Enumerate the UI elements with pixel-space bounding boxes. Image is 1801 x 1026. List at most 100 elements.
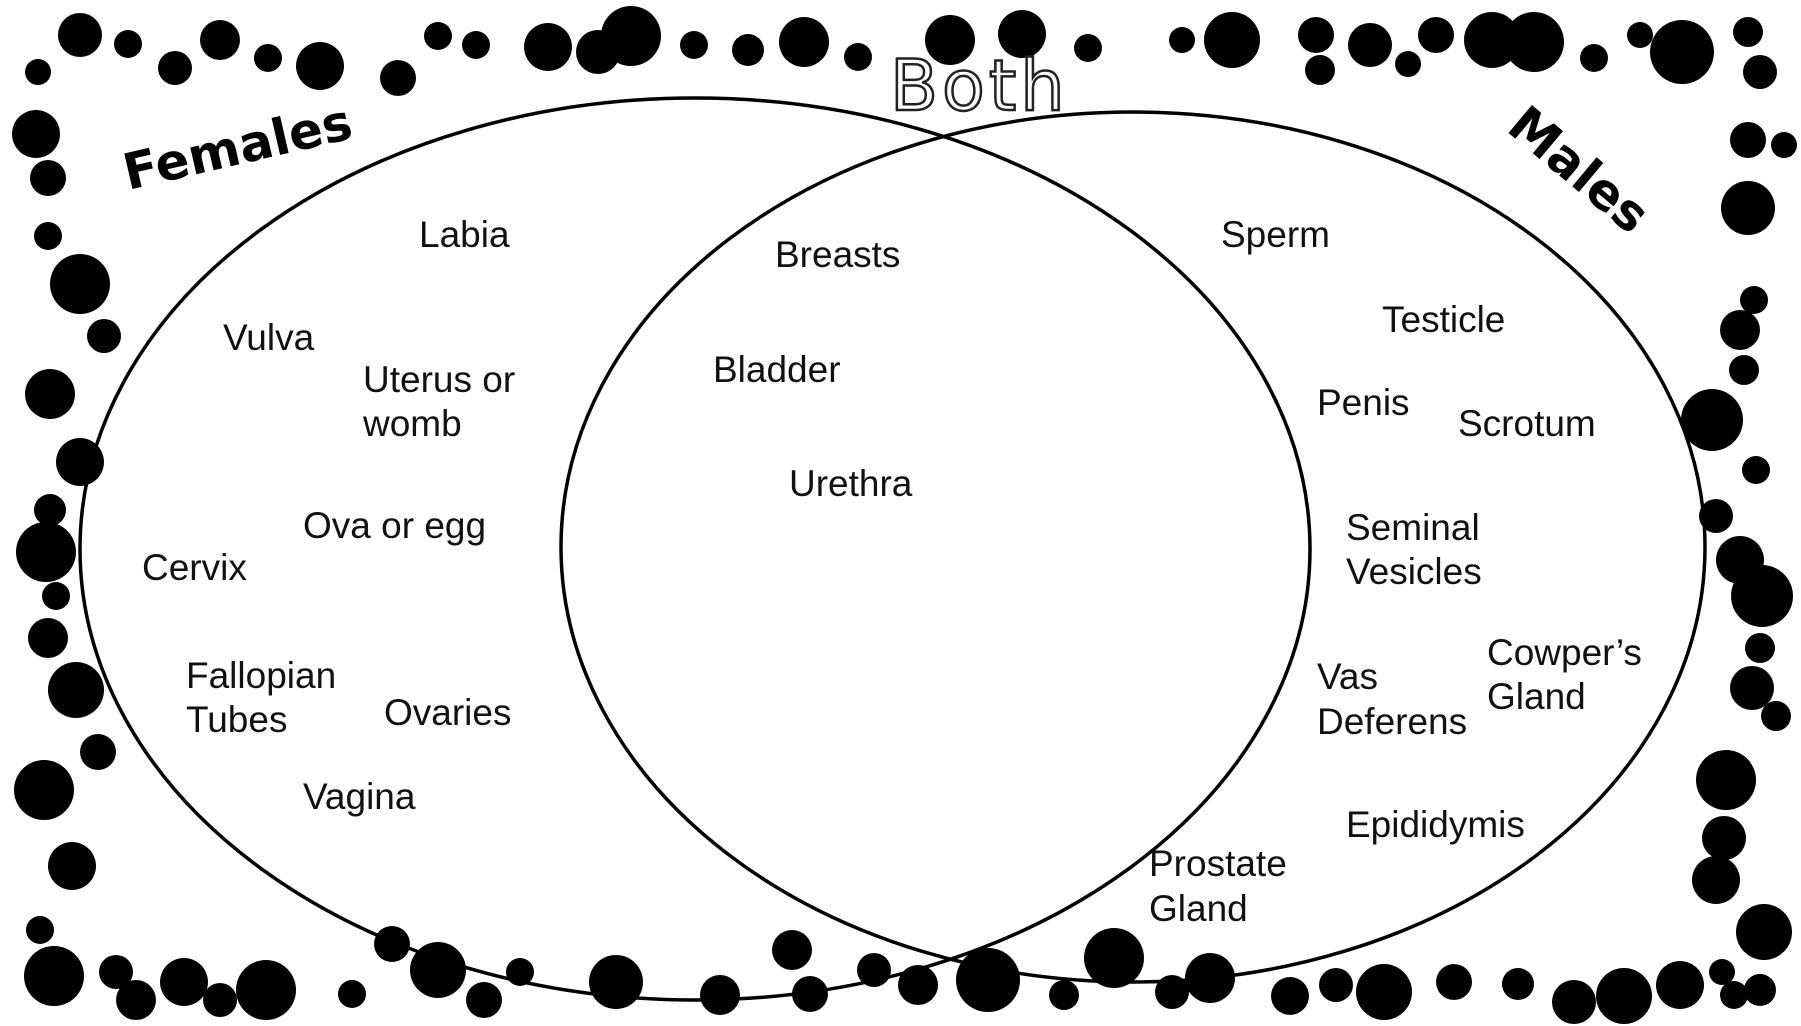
- border-dot: [34, 494, 66, 526]
- border-dot: [50, 254, 110, 314]
- border-dot: [1418, 17, 1454, 53]
- border-dot: [1743, 55, 1777, 89]
- border-dot: [1169, 27, 1195, 53]
- border-dot: [601, 6, 661, 66]
- border-dot: [1721, 181, 1775, 235]
- border-dot: [524, 23, 572, 71]
- border-dot: [26, 916, 54, 944]
- border-dot: [80, 734, 116, 770]
- border-dot: [1696, 750, 1756, 810]
- border-dot: [1730, 122, 1766, 158]
- border-dot: [1681, 389, 1743, 451]
- border-dot: [1761, 701, 1791, 731]
- border-dot: [1271, 977, 1309, 1015]
- border-dot: [772, 930, 812, 970]
- border-dot: [1731, 565, 1793, 627]
- border-dot: [1552, 980, 1596, 1024]
- term-testicle: Testicle: [1382, 299, 1505, 340]
- border-dot: [680, 31, 708, 59]
- border-dot: [1298, 17, 1334, 53]
- border-dot: [1356, 964, 1412, 1020]
- term-labia: Labia: [419, 214, 510, 255]
- border-dot: [114, 30, 142, 58]
- females-circle: [80, 98, 1310, 1000]
- border-dot: [700, 975, 740, 1015]
- border-dot: [1596, 968, 1652, 1024]
- border-dot: [116, 980, 156, 1020]
- term-cowpers-line2: Gland: [1487, 676, 1586, 717]
- term-prostate-line1: Prostate: [1149, 843, 1287, 884]
- border-dot: [338, 980, 366, 1008]
- border-dot: [1720, 310, 1760, 350]
- border-dot: [589, 955, 643, 1009]
- border-dot: [1729, 355, 1759, 385]
- border-dot: [296, 42, 344, 90]
- border-dot: [203, 983, 237, 1017]
- border-dot: [1395, 51, 1421, 77]
- border-dot: [200, 20, 240, 60]
- border-dot: [16, 522, 76, 582]
- term-bladder: Bladder: [713, 349, 841, 390]
- term-vas-line1: Vas: [1317, 656, 1378, 697]
- border-dot: [1049, 980, 1079, 1010]
- term-seminal-line1: Seminal: [1346, 507, 1480, 548]
- border-dot: [158, 51, 192, 85]
- border-dot: [1742, 456, 1770, 484]
- border-dot: [236, 960, 296, 1020]
- border-dot: [1305, 55, 1335, 85]
- term-breasts: Breasts: [775, 234, 900, 275]
- border-dot: [1348, 23, 1392, 67]
- border-dot: [1627, 22, 1653, 48]
- border-dot: [87, 319, 121, 353]
- term-vagina: Vagina: [303, 776, 416, 817]
- border-dot: [42, 582, 70, 610]
- border-dot: [956, 948, 1020, 1012]
- border-dot: [48, 662, 104, 718]
- border-dot: [424, 22, 452, 50]
- border-dot: [1730, 666, 1774, 710]
- term-vas-line2: Deferens: [1317, 701, 1467, 742]
- females-heading: Females: [118, 93, 358, 202]
- border-dot: [732, 34, 764, 66]
- border-dot: [1319, 968, 1353, 1002]
- term-uterus-line1: Uterus or: [363, 359, 515, 400]
- term-fallopian-line1: Fallopian: [186, 655, 336, 696]
- border-dot: [30, 160, 66, 196]
- term-scrotum: Scrotum: [1458, 403, 1596, 444]
- border-dot: [12, 110, 60, 158]
- border-dot: [25, 59, 51, 85]
- term-uterus-line2: womb: [362, 403, 462, 444]
- border-dot: [1204, 12, 1260, 68]
- border-dot: [1692, 856, 1740, 904]
- males-circle: [561, 112, 1705, 982]
- border-dot: [1744, 974, 1776, 1006]
- border-dot: [160, 958, 208, 1006]
- term-ova: Ova or egg: [303, 505, 486, 546]
- border-dot: [374, 926, 410, 962]
- term-urethra: Urethra: [789, 463, 913, 504]
- term-epididymis: Epididymis: [1346, 804, 1525, 845]
- border-dot: [1580, 44, 1608, 72]
- term-fallopian-line2: Tubes: [186, 699, 287, 740]
- term-penis: Penis: [1317, 382, 1410, 423]
- border-dot: [1736, 904, 1792, 960]
- males-heading: Males: [1497, 95, 1660, 245]
- border-dot: [462, 31, 490, 59]
- term-prostate-line2: Gland: [1149, 888, 1248, 929]
- border-dot: [1702, 816, 1746, 860]
- border-dot: [1720, 981, 1748, 1009]
- term-cervix: Cervix: [142, 547, 247, 588]
- term-vulva: Vulva: [223, 317, 315, 358]
- border-dot: [25, 369, 75, 419]
- border-dot: [58, 13, 102, 57]
- border-dot: [1504, 12, 1564, 72]
- term-sperm: Sperm: [1221, 214, 1330, 255]
- border-dot: [1650, 20, 1714, 84]
- border-dot: [1502, 968, 1534, 1000]
- border-dot: [1436, 964, 1472, 1000]
- border-dot: [1656, 961, 1704, 1009]
- border-dot: [14, 760, 74, 820]
- term-cowpers-line1: Cowper’s: [1487, 632, 1642, 673]
- border-dot: [1709, 959, 1735, 985]
